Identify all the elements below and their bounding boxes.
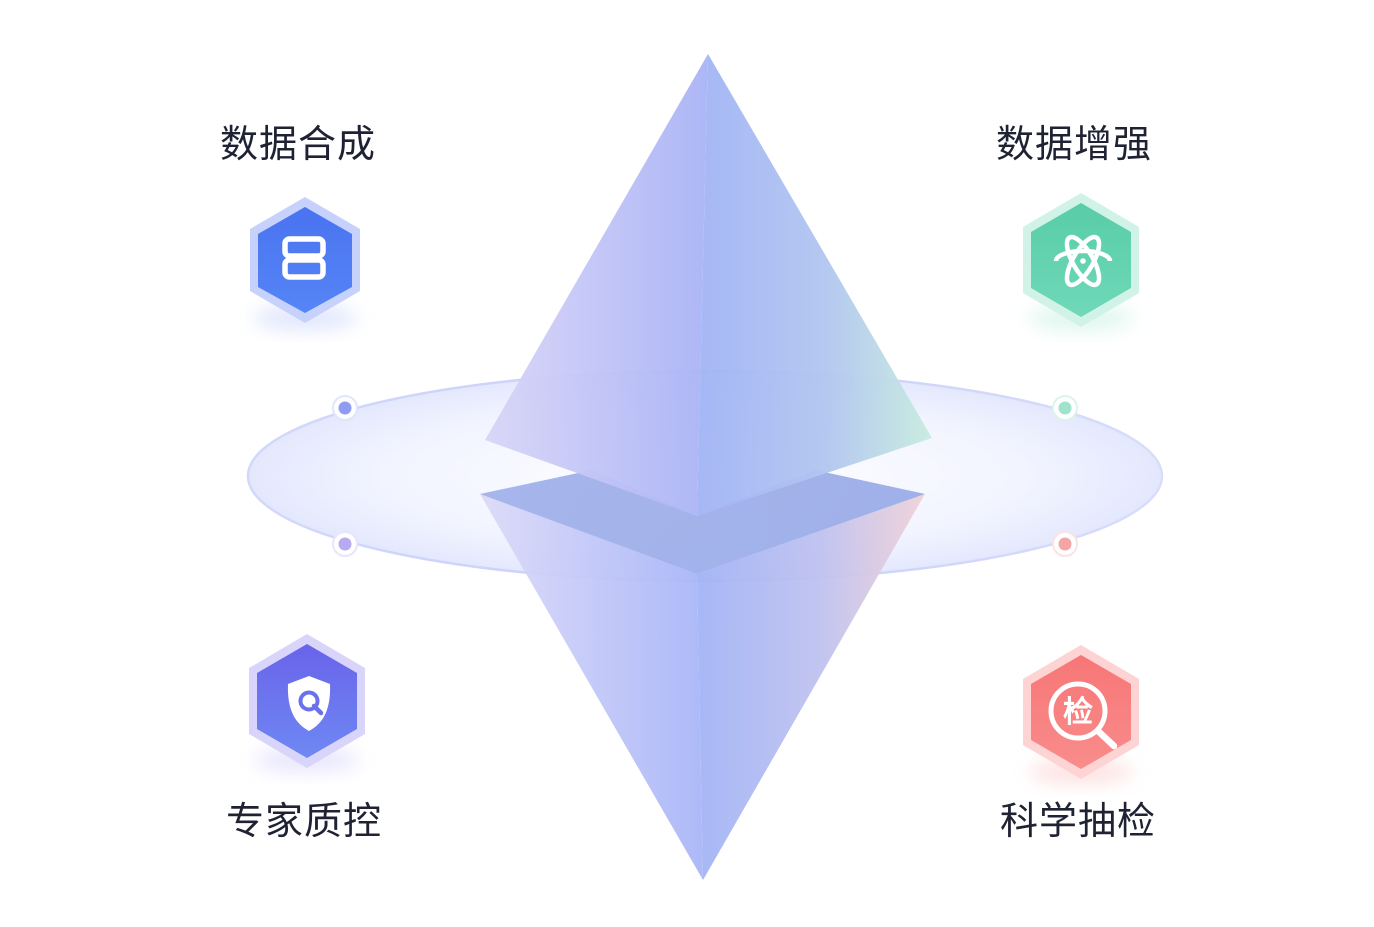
hex-badge-sampling-inspection: 检 [1023, 645, 1139, 784]
orbit-dot-top-right [1052, 395, 1078, 421]
shield-q-icon [287, 676, 331, 731]
crystal-shape [480, 54, 932, 880]
server-icon [282, 236, 326, 280]
label-data-synthesis: 数据合成 [220, 122, 377, 166]
crystal-middle-band [480, 470, 925, 574]
label-data-augmentation: 数据增强 [996, 122, 1153, 166]
label-expert-qc: 专家质控 [226, 799, 383, 843]
inspect-magnifier-icon: 检 [1048, 681, 1118, 750]
inspect-glyph: 检 [1063, 695, 1093, 730]
orbit-dot-top-left [332, 395, 358, 421]
crystal-upper-left-face [485, 54, 708, 516]
hex-badge-data-augmentation [1023, 193, 1139, 330]
orbit-dot-bottom-right [1052, 531, 1078, 557]
orbit-dot-bottom-left [332, 531, 358, 557]
hex-badge-expert-qc [249, 634, 365, 772]
crystal-upper-right-face [697, 54, 932, 516]
label-sampling-inspection: 科学抽检 [1000, 799, 1157, 843]
crystal-lower-right-face [697, 494, 925, 880]
crystal-lower-left-face [480, 494, 703, 880]
atom-icon [1053, 234, 1113, 288]
hex-badge-data-synthesis [250, 197, 360, 330]
